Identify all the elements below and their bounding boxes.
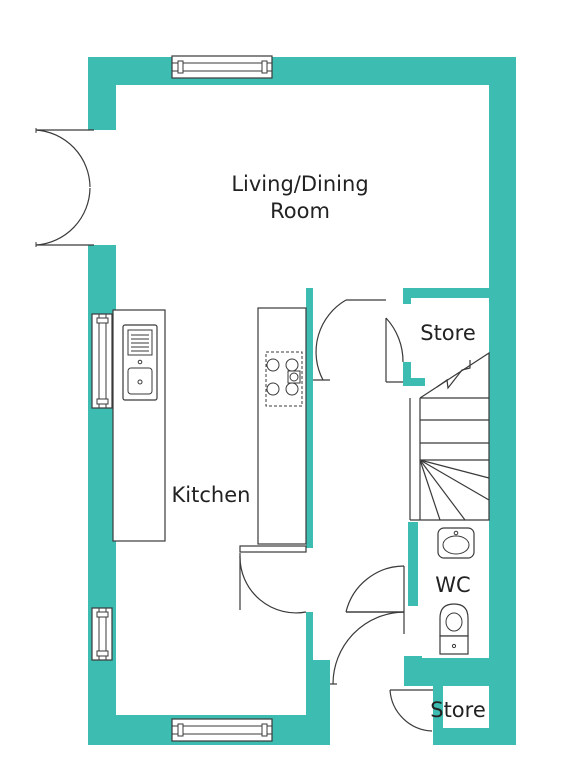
label-wc: WC [435,573,470,597]
label-store-upper: Store [420,321,476,345]
door-living-hall [313,299,386,381]
window-top [171,55,273,79]
door-wc [345,565,405,634]
door-store-lower [389,689,433,732]
label-living-dining-line2: Room [270,199,330,223]
label-living-dining-line1: Living/Dining [231,172,368,196]
door-kitchen [239,553,307,614]
sink [122,324,158,401]
window-kitchen-upper [91,313,113,409]
label-store-lower: Store [430,698,486,722]
door-hall-lower [330,611,405,685]
window-bottom [171,718,273,742]
label-kitchen: Kitchen [172,483,251,507]
kitchen-counter-right [257,307,307,545]
window-kitchen-lower [91,607,113,661]
wc-toilet [439,603,469,655]
wc-basin [437,527,475,559]
french-doors [35,128,94,247]
hob [265,351,303,407]
kitchen-bottom-ledge [239,545,307,553]
door-store-upper [385,317,404,383]
stairs [409,351,490,521]
